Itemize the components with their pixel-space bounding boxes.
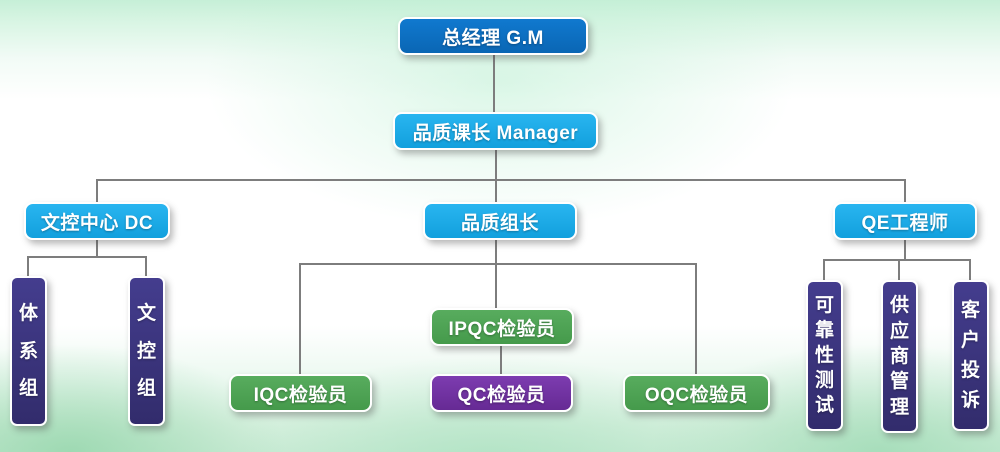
connector-leader-bar [299, 263, 697, 265]
connector-drop-iqc [299, 263, 301, 375]
connector-drop-oqc [695, 263, 697, 375]
connector-drop-leader [495, 179, 497, 203]
org-node-iqc-inspector: IQC检验员 [229, 374, 372, 412]
connector-dc-stem [96, 240, 98, 257]
connector-ipqc-qc [500, 346, 502, 375]
org-node-general-manager: 总经理 G.M [398, 17, 588, 55]
connector-drop-kehu [969, 259, 971, 281]
org-node-document-group: 文控组 [128, 276, 165, 426]
org-node-quality-group-leader: 品质组长 [423, 202, 577, 240]
org-node-system-group: 体系组 [10, 276, 47, 426]
connector-gm-manager [493, 55, 495, 113]
connector-drop-qe [904, 179, 906, 203]
connector-manager-stem [495, 150, 497, 180]
connector-drop-gongying [898, 259, 900, 281]
connector-drop-dc [96, 179, 98, 203]
org-node-qc-inspector: QC检验员 [430, 374, 573, 412]
connector-qe-bar [823, 259, 971, 261]
connector-drop-kekao [823, 259, 825, 281]
org-node-qe-engineer: QE工程师 [833, 202, 977, 240]
org-node-reliability-test: 可靠性测试 [806, 280, 843, 431]
connector-level3-bar [96, 179, 906, 181]
org-node-supplier-management: 供应商管理 [881, 280, 918, 433]
org-node-document-control-center: 文控中心 DC [24, 202, 170, 240]
org-node-customer-complaint: 客户投诉 [952, 280, 989, 431]
org-node-quality-manager: 品质课长 Manager [393, 112, 598, 150]
connector-drop-tixi [27, 256, 29, 277]
connector-dc-bar [27, 256, 147, 258]
connector-drop-wenkong [145, 256, 147, 277]
connector-leader-stem [495, 240, 497, 309]
connector-qe-stem [904, 240, 906, 260]
org-node-ipqc-inspector: IPQC检验员 [430, 308, 574, 346]
org-node-oqc-inspector: OQC检验员 [623, 374, 770, 412]
